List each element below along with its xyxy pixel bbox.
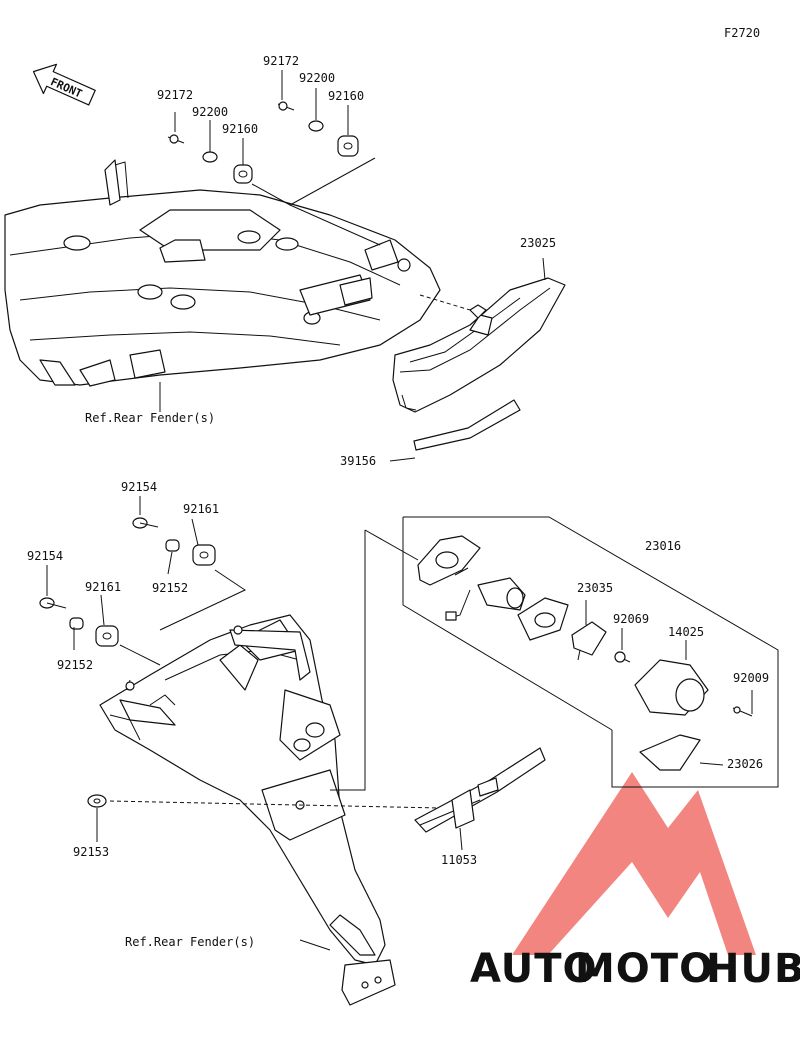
part-label-92154-lower: 92154 (27, 549, 63, 563)
washer-92153 (87, 794, 107, 808)
part-label-11053: 11053 (441, 853, 477, 867)
part-label-92154-upper: 92154 (121, 480, 157, 494)
lens-strip-39156 (413, 399, 521, 451)
part-label-92069: 92069 (613, 612, 649, 626)
part-label-23026: 23026 (727, 757, 763, 771)
watermark-moto: MOTO (575, 946, 714, 992)
screw-92069 (614, 651, 631, 663)
lamp-housing (417, 535, 481, 586)
bulb-socket (445, 577, 526, 621)
hw-group-fender-lower (39, 597, 119, 647)
part-label-92200-right: 92200 (299, 71, 335, 85)
lens-cover-14025 (634, 659, 709, 716)
tail-light-23025 (392, 277, 566, 413)
part-label-92161-lower: 92161 (85, 580, 121, 594)
watermark-auto: AUTO (470, 946, 598, 992)
ref-rear-fender-top: Ref.Rear Fender(s) (85, 411, 215, 425)
front-arrow-icon: FRONT (32, 63, 96, 106)
watermark-hub: HUB (706, 946, 800, 992)
part-label-92152-lower: 92152 (57, 658, 93, 672)
screw-92009 (732, 706, 753, 717)
part-label-92200-left: 92200 (192, 105, 228, 119)
rear-frame-drawing (4, 159, 441, 387)
part-label-92172-left: 92172 (157, 88, 193, 102)
hw-group-fender-upper (132, 517, 216, 566)
gasket-23026 (639, 734, 701, 771)
part-label-92152-upper: 92152 (152, 581, 188, 595)
part-label-23016: 23016 (645, 539, 681, 553)
ref-rear-fender-bottom: Ref.Rear Fender(s) (125, 935, 255, 949)
part-label-92172-right: 92172 (263, 54, 299, 68)
part-label-39156: 39156 (340, 454, 376, 468)
part-label-14025: 14025 (668, 625, 704, 639)
part-label-92153: 92153 (73, 845, 109, 859)
rear-fender-drawing (99, 614, 396, 1006)
lamp-bracket-23035 (517, 597, 569, 641)
diagram-code: F2720 (724, 26, 760, 40)
lamp-clip (571, 621, 607, 661)
part-label-23035: 23035 (577, 581, 613, 595)
part-label-23025: 23025 (520, 236, 556, 250)
hw-group-right (277, 101, 359, 157)
part-label-92160-right: 92160 (328, 89, 364, 103)
part-label-92161-upper: 92161 (183, 502, 219, 516)
license-bracket-11053 (414, 747, 546, 833)
part-label-92009: 92009 (733, 671, 769, 685)
watermark-logo (512, 772, 756, 955)
part-label-92160-left: 92160 (222, 122, 258, 136)
